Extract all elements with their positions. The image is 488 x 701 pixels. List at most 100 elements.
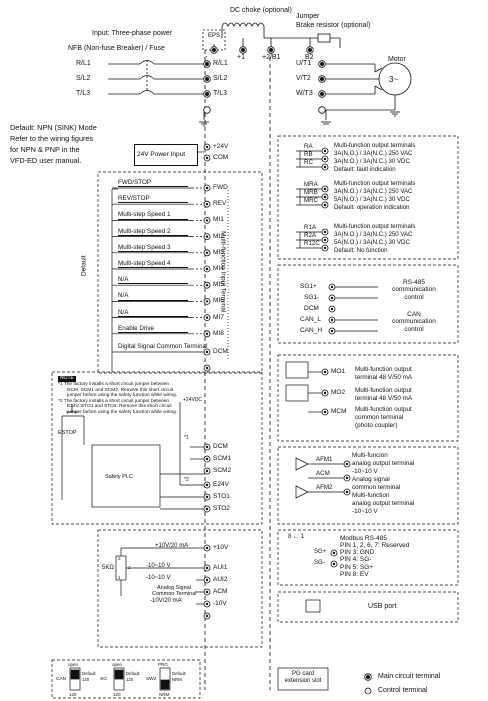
switch-top-1: open: [112, 662, 123, 667]
inputs-wiring: [111, 188, 229, 372]
control-terminal-dot: [205, 203, 209, 206]
relay-desc-0-3: Default: fault indication: [334, 166, 396, 173]
input-terminal-3: MI2: [213, 232, 224, 240]
comm-frame: [277, 264, 459, 344]
rs485-line-2: communication: [392, 286, 436, 294]
switch-mid-b-2: NRM: [172, 677, 182, 682]
relay-pin-2-2: R12C: [304, 240, 320, 247]
mo-desc1-0: Multi-function output: [355, 366, 412, 373]
opto-icon: [285, 361, 309, 379]
pin-sg1p: SG1+: [300, 283, 317, 290]
relay-pin-1-1: MRB: [304, 189, 318, 196]
control-terminal-dot: [332, 562, 336, 566]
relay-desc-2-3: Default: No function: [334, 247, 388, 254]
plus1-label: +1: [237, 54, 245, 61]
control-terminal-dot: [323, 238, 327, 242]
safety-terminal-4: STO1: [213, 493, 230, 500]
can-line-1: CAN: [407, 311, 421, 318]
control-terminal-dot: [330, 285, 334, 289]
switch-bottom-2: NRM: [159, 692, 170, 697]
relay-desc-1-2: 5A(N.O.) / 3A(N.C.) 30 VDC: [334, 196, 410, 203]
legend-control: Control terminal: [378, 687, 428, 694]
default-vertical: Default: [80, 255, 88, 277]
b2-label: B2: [305, 54, 314, 61]
control-terminal-dot: [323, 157, 327, 161]
usb-label: USB port: [368, 603, 397, 610]
relay-pin-0-0: RA: [304, 143, 313, 150]
estop-label: ESTOP: [58, 430, 77, 436]
note1-line-1: *1 The factory installs a short circuit …: [58, 382, 170, 387]
default-note-2: Refer to the wiring figures: [10, 134, 94, 143]
control-terminal-dot: [330, 307, 334, 311]
input-t: T/L3: [76, 90, 91, 97]
switch-name-0: CAN: [56, 677, 67, 682]
can-line-3: control: [404, 325, 424, 333]
input-terminal-2: MI1: [213, 216, 224, 224]
control-terminal-dot: [205, 267, 209, 271]
relay-pin-2-1: R2A: [304, 232, 317, 239]
safety-terminal-1: SCM1: [213, 455, 232, 462]
pot-wiring: [115, 548, 205, 596]
safety-frame: [51, 371, 263, 525]
input-terminal-0: FWD: [213, 184, 228, 191]
pin-canh: CAN_H: [300, 327, 323, 334]
eps-label: EPS: [208, 33, 221, 39]
pin-sg1m: SG1-: [304, 294, 320, 301]
relay-desc-0-2: 3A(N.O.) / 3A(N.C.) 30 VDC: [334, 158, 410, 165]
dc-choke-label: DC choke (optional): [230, 7, 292, 14]
relay-desc-1-0: Multi-function output terminals: [334, 180, 416, 187]
note2-line-2: E24V, STO1 and STO2. Remove this short c…: [67, 404, 172, 410]
dc-choke-icon: [221, 22, 265, 27]
control-terminal-dot: [323, 391, 327, 395]
safety-plc-box: [91, 444, 161, 508]
afm-frame: [277, 446, 459, 525]
jumper-label: Jumper: [296, 13, 320, 20]
control-terminals: [112, 143, 378, 620]
legend-main: Main circuit terminal: [378, 673, 441, 680]
analog-terminal-2: AUI2: [213, 576, 228, 583]
relay-pin-0-1: RB: [304, 151, 313, 158]
default-note-4: VFD-ED user manual.: [10, 156, 82, 165]
pot-pin-2: 2: [128, 565, 131, 570]
input-terminal-6: MI5: [213, 281, 224, 289]
section-frames: [51, 135, 459, 699]
switch-name-2: SW2: [146, 677, 157, 682]
relay-contacts: [296, 150, 322, 249]
input-label-5: Multi-step Speed 4: [118, 260, 188, 269]
control-terminal-dot: [205, 507, 209, 511]
switch-bottom-1: 120: [113, 692, 121, 697]
mo-terminal-2: MCM: [331, 408, 347, 415]
brake-resistor-icon: [317, 33, 331, 43]
afm-desc3-0: Multi-function: [352, 492, 390, 499]
control-terminal-dot: [205, 566, 209, 570]
relay-pin-1-0: MRA: [304, 181, 318, 188]
analog-r1: -10~10 V: [146, 563, 171, 569]
control-terminal-dot: [205, 578, 209, 582]
note2-line-1: *2 The factory installs a short circuit …: [58, 398, 170, 404]
legend-symbols: [364, 673, 372, 695]
modbus-line-6: PIN 8: EV: [340, 570, 369, 578]
relay-desc-2-2: 5A(N.O.) / 3A(N.C.) 30 VDC: [334, 239, 410, 246]
afm-desc2-1: common terminal: [352, 484, 401, 491]
pot-pin-3: 3: [118, 556, 121, 561]
control-terminal-dot: [323, 187, 327, 191]
switch-mid-b-0: 120: [82, 677, 90, 682]
control-terminal-dot: [330, 296, 334, 300]
modbus-line-4: PIN 4: SG-: [340, 556, 372, 564]
input-label-9: Enable Drive: [118, 325, 188, 334]
term-t: T/L3: [213, 90, 228, 97]
afm-terminal-2: AFM2: [316, 484, 333, 491]
relay-desc-0-0: Multi-function output terminals: [334, 142, 416, 149]
relay-desc-0-1: 3A(N.O.) / 3A(N.C.) 250 VAC: [334, 150, 413, 157]
control-terminal-dot: [205, 156, 209, 160]
relay-pin-1-2: MRC: [304, 197, 319, 204]
modbus-line-1: Modbus RS-485: [340, 535, 387, 542]
afm-desc1-1: analog output terminal: [352, 460, 415, 467]
pg-card-box: [277, 667, 329, 691]
inputs-frame: [97, 171, 263, 374]
control-terminal-dot: [205, 366, 209, 370]
safety-terminal-2: SCM2: [213, 467, 232, 474]
input-label-3: Multi-step Speed 2: [118, 228, 188, 236]
control-terminal-dot: [205, 614, 209, 618]
rs485-line-1: RS-485: [402, 279, 426, 286]
